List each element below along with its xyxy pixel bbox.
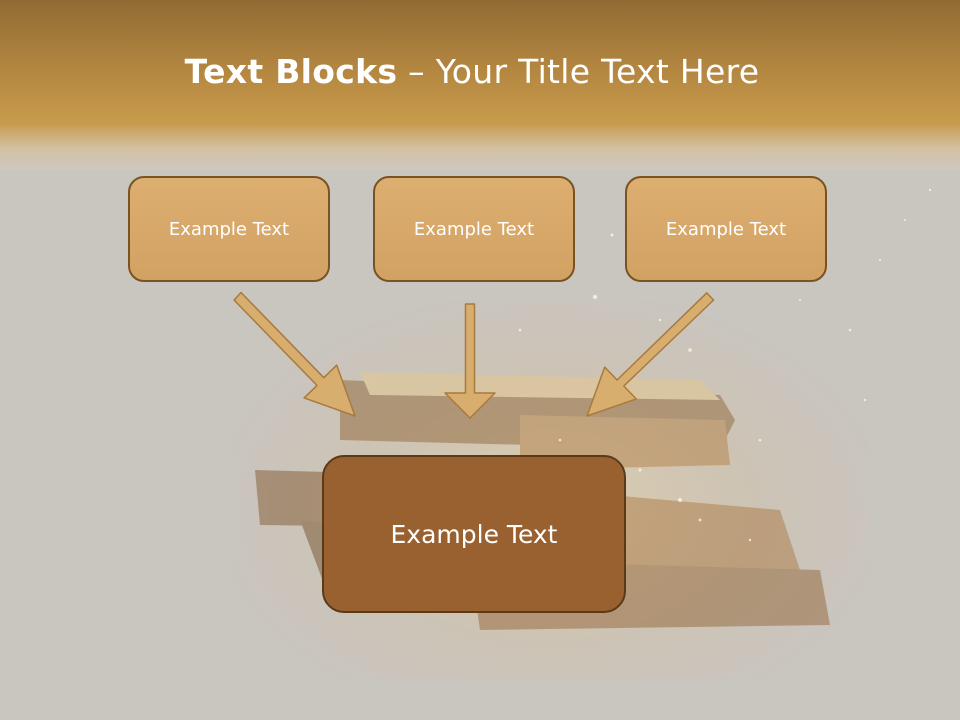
header-band bbox=[0, 0, 960, 170]
title-bold: Text Blocks bbox=[184, 52, 398, 91]
text-block-2[interactable]: Example Text bbox=[373, 176, 575, 282]
arrow-center bbox=[444, 303, 496, 419]
text-block-3-label: Example Text bbox=[665, 218, 787, 240]
text-block-3[interactable]: Example Text bbox=[625, 176, 827, 282]
arrow-right bbox=[586, 292, 715, 417]
target-block-label: Example Text bbox=[390, 519, 558, 549]
text-block-1-label: Example Text bbox=[168, 218, 290, 240]
arrow-left bbox=[233, 291, 356, 417]
text-block-1[interactable]: Example Text bbox=[128, 176, 330, 282]
title-rest: – Your Title Text Here bbox=[397, 52, 760, 91]
target-block[interactable]: Example Text bbox=[322, 455, 626, 613]
slide-title: Text Blocks – Your Title Text Here bbox=[0, 52, 944, 91]
text-block-2-label: Example Text bbox=[413, 218, 535, 240]
